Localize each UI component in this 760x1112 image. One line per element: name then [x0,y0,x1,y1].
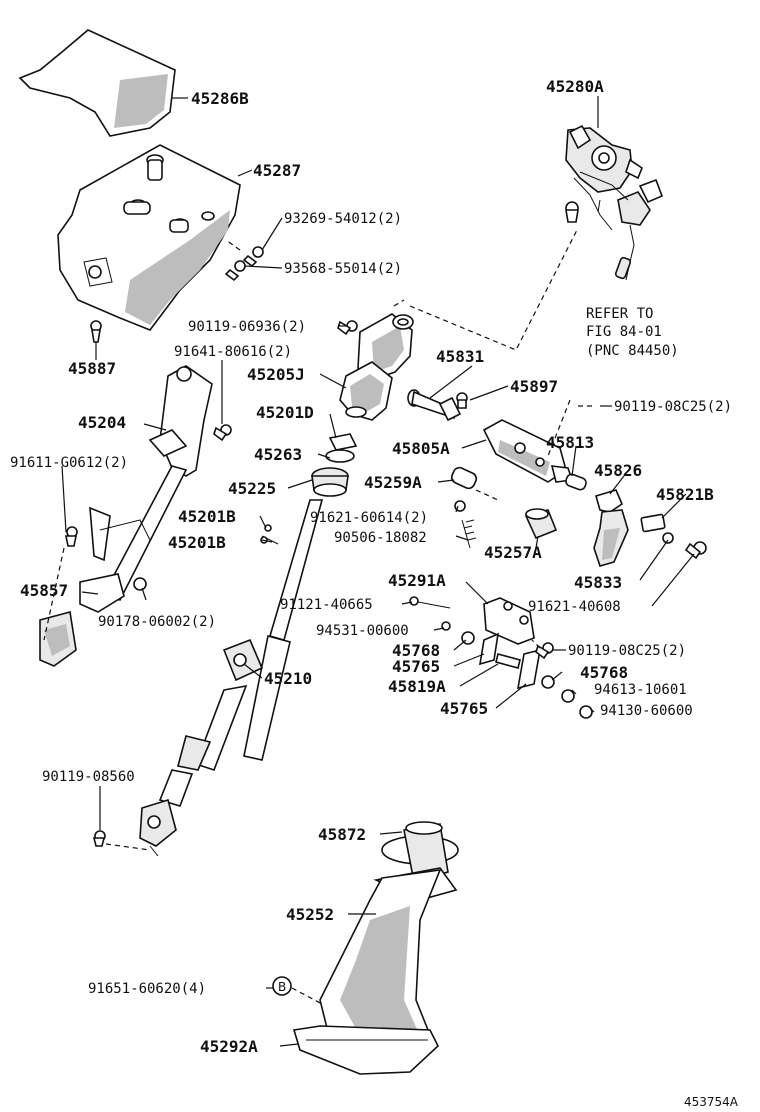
label-91121-40665: 91121-40665 [280,597,373,613]
label-45210: 45210 [264,669,312,688]
label-45819A: 45819A [388,677,446,696]
label-45765-lower: 45765 [440,699,488,718]
part-nut-bolt-group [662,532,707,560]
label-45768-right: 45768 [580,663,628,682]
part-boot-and-hole-cover [272,821,459,1075]
label-45805A: 45805A [392,439,450,458]
part-bracket-45857 [39,526,147,667]
label-91621-60614: 91621-60614(2) [310,510,428,526]
label-93568-55014: 93568-55014(2) [284,261,402,277]
part-column-housing [337,313,414,421]
part-ring-group [311,433,358,497]
label-90506-18082: 90506-18082 [334,530,427,546]
label-45287: 45287 [253,161,301,180]
label-90119-08C25-lower: 90119-08C25(2) [568,643,686,659]
diagram-id: 453754A [684,1095,739,1109]
part-bolt-45897 [456,392,468,409]
label-45813: 45813 [546,433,594,452]
part-tilt-lever-bracket [482,419,574,483]
label-94130-60600: 94130-60600 [600,703,693,719]
part-bolt-45831 [407,389,462,422]
dashed-assembly-lines [43,227,596,1005]
label-45201B-lower: 45201B [168,533,226,552]
label-94613-10601: 94613-10601 [594,682,687,698]
label-91651-60620: 91651-60620(4) [88,981,206,997]
label-90119-08C25-upper: 90119-08C25(2) [614,399,732,415]
label-45872: 45872 [318,825,366,844]
label-45821B: 45821B [656,485,714,504]
label-45291A: 45291A [388,571,446,590]
leader-lines [61,96,695,1047]
reference-line-3: (PNC 84450) [586,343,679,359]
label-91641-80616: 91641-80616(2) [174,344,292,360]
part-lock-pin-group [450,466,558,549]
label-91621-40608: 91621-40608 [528,599,621,615]
label-45887: 45887 [68,359,116,378]
label-45257A: 45257A [484,543,542,562]
label-45831: 45831 [436,347,484,366]
label-45826: 45826 [594,461,642,480]
label-marker-b: B [278,980,286,994]
label-45280A: 45280A [546,77,604,96]
label-90119-08560: 90119-08560 [42,769,135,785]
part-pin-45813 [565,473,587,491]
label-45765-upper: 45765 [392,657,440,676]
label-45204: 45204 [78,413,126,432]
label-90119-06936: 90119-06936(2) [188,319,306,335]
part-lever-45826 [593,489,629,567]
label-45259A: 45259A [364,473,422,492]
label-45252: 45252 [286,905,334,924]
label-45263: 45263 [254,445,302,464]
label-94531-00600: 94531-00600 [316,623,409,639]
label-45292A: 45292A [200,1037,258,1056]
label-45833: 45833 [574,573,622,592]
part-ignition-lock-assembly [565,124,664,281]
label-45768-left: 45768 [392,641,440,660]
reference-line-2: FIG 84-01 [586,324,662,340]
part-clip-45821B [640,513,666,533]
reference-note: REFER TO FIG 84-01 (PNC 84450) [586,306,679,359]
label-45201B-upper: 45201B [178,507,236,526]
part-labels: 45286B 45287 93269-54012(2) 93568-55014(… [10,77,732,1056]
label-91611-G0612: 91611-G0612(2) [10,455,128,471]
label-45201D: 45201D [256,403,314,422]
part-upper-column-cover [18,29,176,137]
label-45225: 45225 [228,479,276,498]
label-93269-54012: 93269-54012(2) [284,211,402,227]
reference-line-1: REFER TO [586,306,653,322]
label-45857: 45857 [20,581,68,600]
label-45205J: 45205J [247,365,305,384]
label-45286B: 45286B [191,89,249,108]
label-45897: 45897 [510,377,558,396]
label-90178-06002: 90178-06002(2) [98,614,216,630]
part-column-tube [89,365,232,602]
part-lower-column-cover [57,144,241,331]
